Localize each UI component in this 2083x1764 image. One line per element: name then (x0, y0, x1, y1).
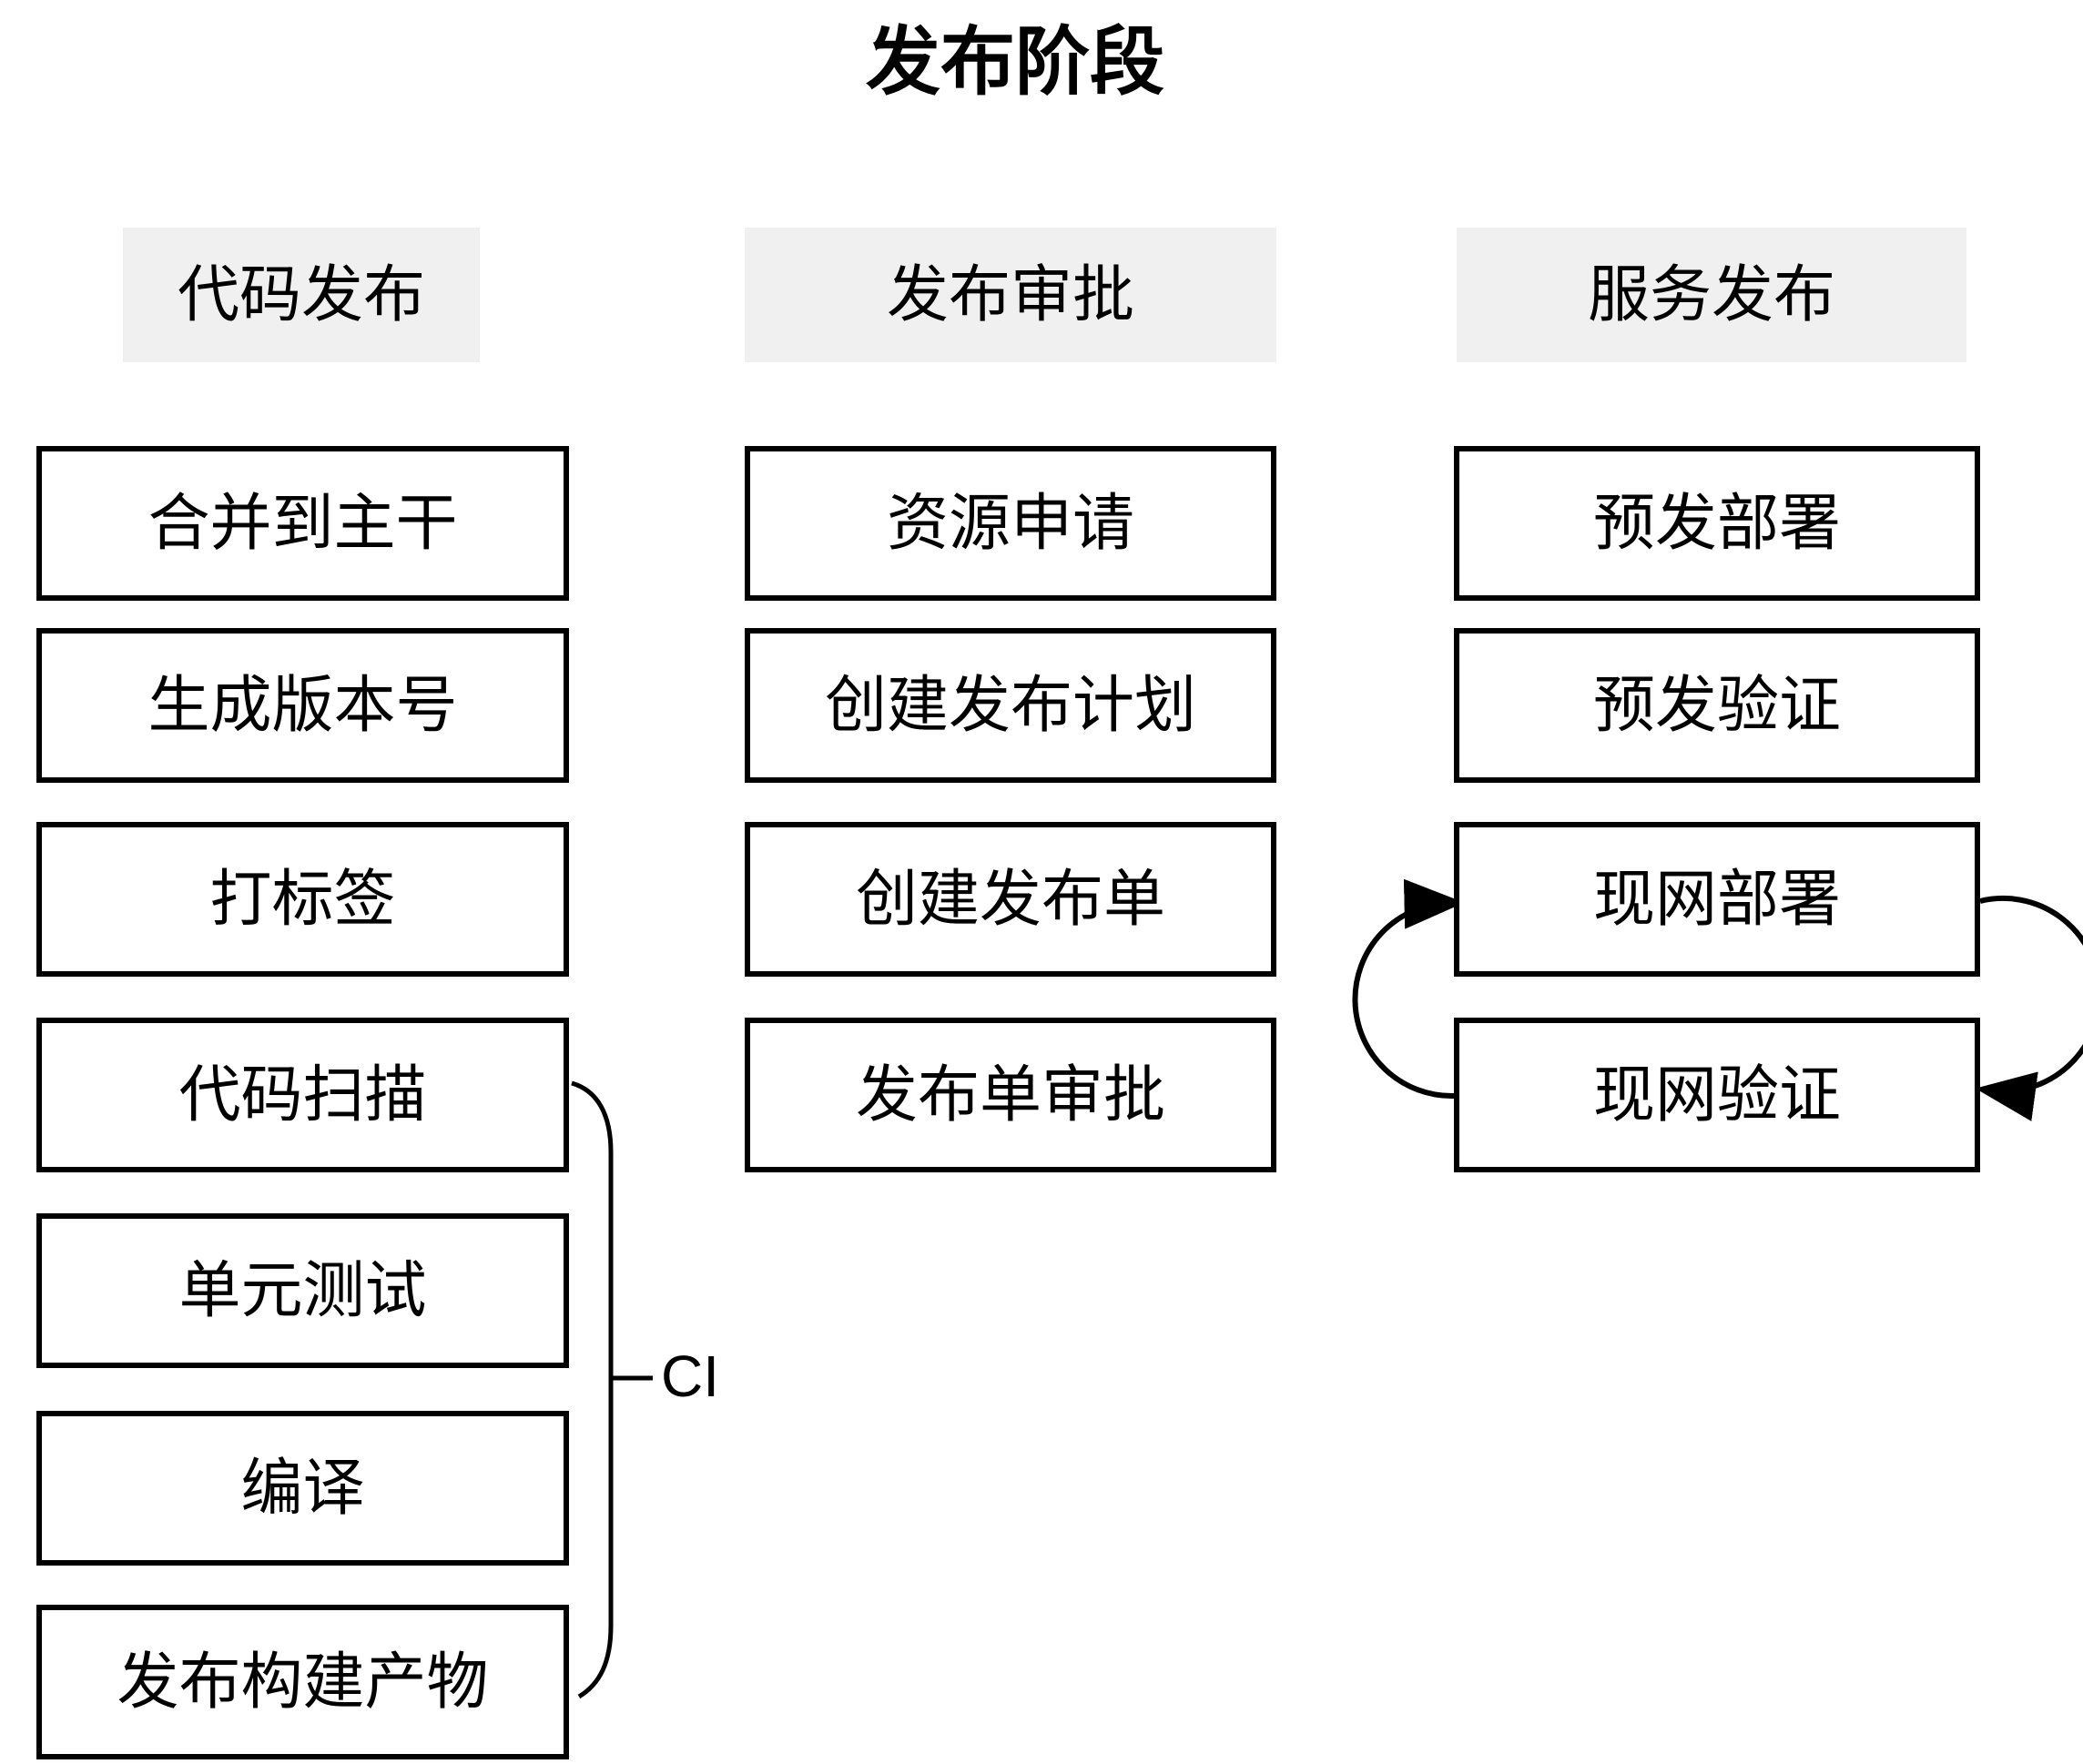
diagram-title: 发布阶段 (865, 21, 1165, 104)
box-compile: 编译 (36, 1411, 569, 1566)
box-release-order-approval: 发布单审批 (745, 1018, 1276, 1172)
column-header-release-approval: 发布审批 (745, 228, 1276, 362)
box-unit-test: 单元测试 (36, 1213, 569, 1368)
box-prod-verify: 现网验证 (1454, 1018, 1980, 1172)
box-generate-version: 生成版本号 (36, 628, 569, 783)
box-resource-request: 资源申请 (745, 446, 1276, 601)
column-header-service-release: 服务发布 (1457, 228, 1966, 362)
box-merge-to-trunk: 合并到主干 (36, 446, 569, 601)
loop-arrow-left (1352, 878, 1465, 1100)
box-tag: 打标签 (36, 822, 569, 977)
box-create-release-order: 创建发布单 (745, 822, 1276, 977)
box-code-scan: 代码扫描 (36, 1018, 569, 1172)
box-publish-artifacts: 发布构建产物 (36, 1605, 569, 1759)
loop-arrow-right (1975, 895, 2083, 1121)
box-create-release-plan: 创建发布计划 (745, 628, 1276, 783)
ci-bracket (571, 1080, 614, 1699)
column-header-code-release: 代码发布 (123, 228, 480, 362)
box-staging-deploy: 预发部署 (1454, 446, 1980, 601)
box-prod-deploy: 现网部署 (1454, 822, 1980, 977)
ci-label: CI (661, 1343, 719, 1409)
box-staging-verify: 预发验证 (1454, 628, 1980, 783)
